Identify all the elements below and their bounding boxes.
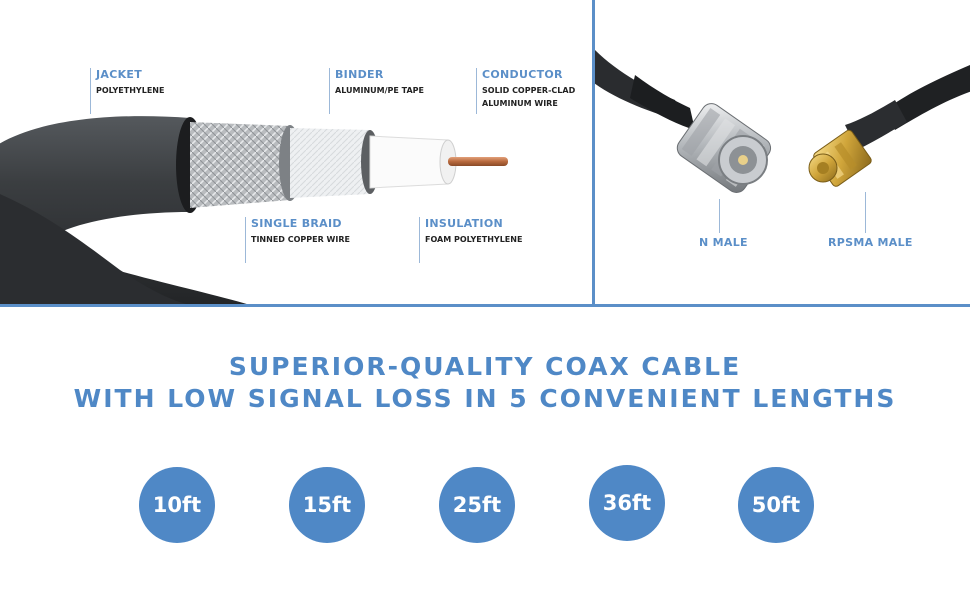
callout-jacket-sub: POLYETHYLENE [96, 86, 165, 95]
callout-conductor-sub2: ALUMINUM WIRE [482, 99, 558, 108]
vertical-divider [592, 0, 595, 306]
n-male-pointer [719, 199, 720, 233]
headline-line-1: SUPERIOR-QUALITY COAX CABLE [228, 352, 742, 381]
callout-braid-sub: TINNED COPPER WIRE [251, 235, 350, 244]
length-badge-25ft: 25ft [439, 467, 515, 543]
length-badge-10ft: 10ft [139, 467, 215, 543]
callout-insulation-sub: FOAM POLYETHYLENE [425, 235, 523, 244]
rpsma-male-label: RPSMA MALE [828, 236, 913, 249]
n-male-label: N MALE [699, 236, 748, 249]
horizontal-divider [0, 304, 970, 307]
rpsma-male-pointer [865, 192, 866, 233]
callout-binder-sub: ALUMINUM/PE TAPE [335, 86, 424, 95]
length-badge-50ft: 50ft [738, 467, 814, 543]
length-badge-15ft: 15ft [289, 467, 365, 543]
connectors-illustration [595, 50, 970, 193]
coax-cable-illustration [0, 116, 508, 305]
connectors-panel: N MALE RPSMA MALE [595, 0, 970, 305]
callout-binder-title: BINDER [335, 68, 384, 81]
callout-conductor-title: CONDUCTOR [482, 68, 563, 81]
callout-braid-title: SINGLE BRAID [251, 217, 342, 230]
callout-insulation-title: INSULATION [425, 217, 503, 230]
cable-cross-section-panel: JACKET POLYETHYLENE BINDER ALUMINUM/PE T… [0, 0, 592, 305]
callout-jacket-title: JACKET [96, 68, 143, 81]
length-badge-36ft: 36ft [589, 465, 665, 541]
headline-line-2: WITH LOW SIGNAL LOSS IN 5 CONVENIENT LEN… [73, 384, 897, 413]
callout-conductor-sub1: SOLID COPPER-CLAD [482, 86, 576, 95]
